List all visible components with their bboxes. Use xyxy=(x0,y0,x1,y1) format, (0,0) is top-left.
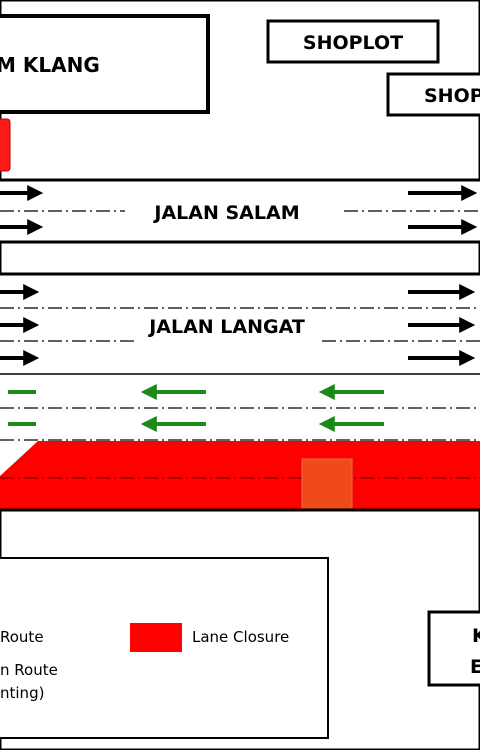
building-shoplot-1-label: SHOPLOT xyxy=(303,32,403,54)
building-shoplot-2 xyxy=(386,72,480,117)
closure-marker xyxy=(0,118,11,172)
legend-diversion-label-1: n Route xyxy=(0,661,58,679)
building-bottom-right xyxy=(427,610,480,687)
road-jalan-salam-label: JALAN SALAM xyxy=(152,202,299,224)
building-klang-label: M KLANG xyxy=(0,53,100,77)
lane-closure-area xyxy=(0,441,480,509)
legend-closure-label: Lane Closure xyxy=(192,628,289,646)
building-shoplot-1 xyxy=(266,19,440,64)
building-klang xyxy=(0,14,210,114)
building-bottom-right-label-bottom: E xyxy=(470,656,480,678)
building-shoplot-2-label: SHOP xyxy=(424,85,480,107)
work-zone-box xyxy=(301,458,353,510)
road-jalan-langat-label: JALAN LANGAT xyxy=(147,316,305,338)
legend-route-label: Route xyxy=(0,628,44,646)
building-bottom-right-label-top: K xyxy=(472,625,480,647)
legend-closure-swatch xyxy=(130,623,182,652)
legend-diversion-label-2: nting) xyxy=(0,684,44,702)
